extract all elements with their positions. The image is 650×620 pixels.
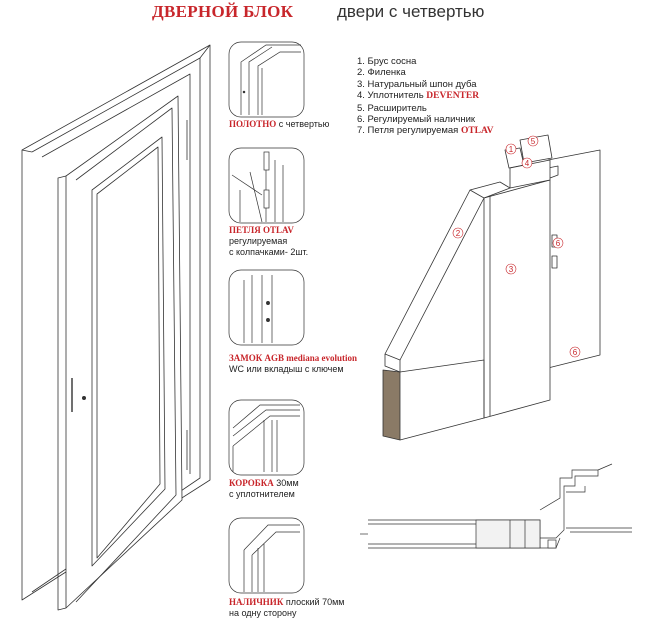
- legend-item: 2. Филенка: [357, 67, 406, 79]
- detail-frame-box: [228, 399, 305, 476]
- parts-legend: 1. Брус сосна 2. Филенка 3. Натуральный …: [357, 56, 494, 138]
- callout-1: 1: [509, 145, 514, 154]
- caption-frame: КОРОБКА 30мм с уплотнителем: [229, 478, 299, 499]
- caption-lock: ЗАМОК AGB mediana evolution WC или вклад…: [229, 353, 358, 374]
- isometric-callout-labels: 1 5 4 2 3 6 6: [456, 137, 578, 357]
- detail-lock-box: [228, 269, 305, 346]
- diagram-subtitle: двери с четвертью: [337, 2, 485, 21]
- detail-casing-box: [228, 517, 305, 594]
- legend-item: 3. Натуральный шпон дуба: [357, 78, 477, 90]
- legend-item: 6. Регулируемый наличник: [357, 114, 476, 126]
- legend-item: 7. Петля регулируемая OTLAV: [357, 125, 494, 137]
- detail-hinge-box: [228, 147, 305, 224]
- legend-item: 1. Брус сосна: [357, 56, 417, 67]
- door-perspective-view: [21, 44, 211, 611]
- callout-6b: 6: [573, 348, 578, 357]
- callout-4: 4: [525, 159, 530, 168]
- diagram-title: ДВЕРНОЙ БЛОК: [152, 2, 294, 21]
- isometric-callouts: [452, 135, 581, 358]
- legend-item: 4. Уплотнитель DEVENTER: [357, 90, 480, 102]
- detail-leaf-box: [228, 41, 305, 118]
- cross-section-plan: [360, 463, 632, 549]
- callout-3: 3: [509, 265, 514, 274]
- callout-6a: 6: [556, 239, 561, 248]
- callout-5: 5: [531, 137, 536, 146]
- callout-2: 2: [456, 229, 461, 238]
- caption-casing: НАЛИЧНИК плоский 70мм на одну сторону: [229, 597, 345, 618]
- caption-leaf: ПОЛОТНО с четвертью: [229, 119, 330, 129]
- isometric-section: [382, 134, 601, 441]
- legend-item: 5. Расширитель: [357, 102, 427, 114]
- caption-hinges: ПЕТЛЯ OTLAV регулируемая с колпачками- 2…: [229, 225, 309, 257]
